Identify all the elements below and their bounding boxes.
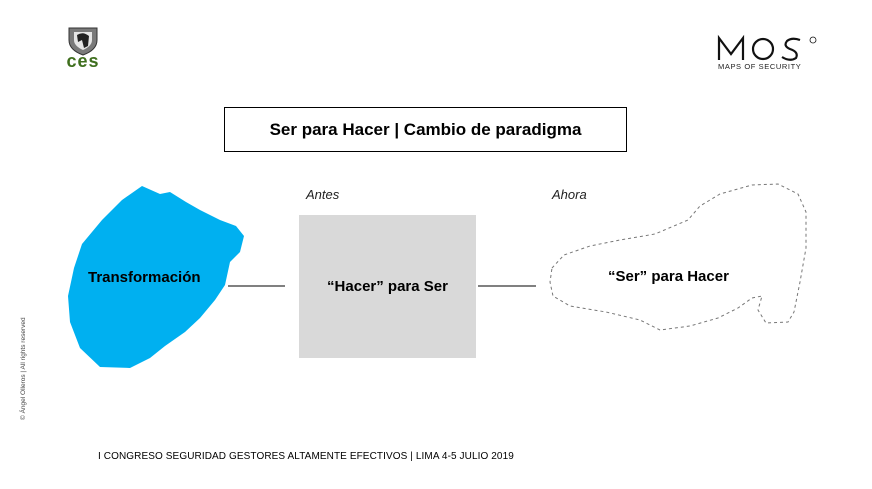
ces-logo: ces: [55, 26, 111, 72]
ces-logo-text: ces: [66, 51, 100, 71]
mos-logo-mark: [717, 34, 817, 61]
transformacion-blob: [68, 186, 244, 368]
slide-title: Ser para Hacer | Cambio de paradigma: [224, 107, 627, 152]
helmet-icon: [68, 27, 98, 56]
copyright-note: © Ángel Olleros | All rights reserved: [20, 317, 27, 420]
ser-para-hacer-label: “Ser” para Hacer: [608, 268, 729, 285]
mos-logo: MAPS OF SECURITY: [716, 34, 826, 74]
label-ahora: Ahora: [552, 187, 587, 202]
hacer-para-ser-label: “Hacer” para Ser: [327, 278, 448, 295]
label-antes: Antes: [306, 187, 340, 202]
transformacion-label: Transformación: [88, 269, 201, 286]
hacer-para-ser-box: “Hacer” para Ser: [299, 215, 476, 358]
mos-logo-subtitle: MAPS OF SECURITY: [718, 62, 802, 71]
ser-para-hacer-dashed-blob: [549, 183, 807, 331]
footer-text: I CONGRESO SEGURIDAD GESTORES ALTAMENTE …: [98, 451, 514, 462]
